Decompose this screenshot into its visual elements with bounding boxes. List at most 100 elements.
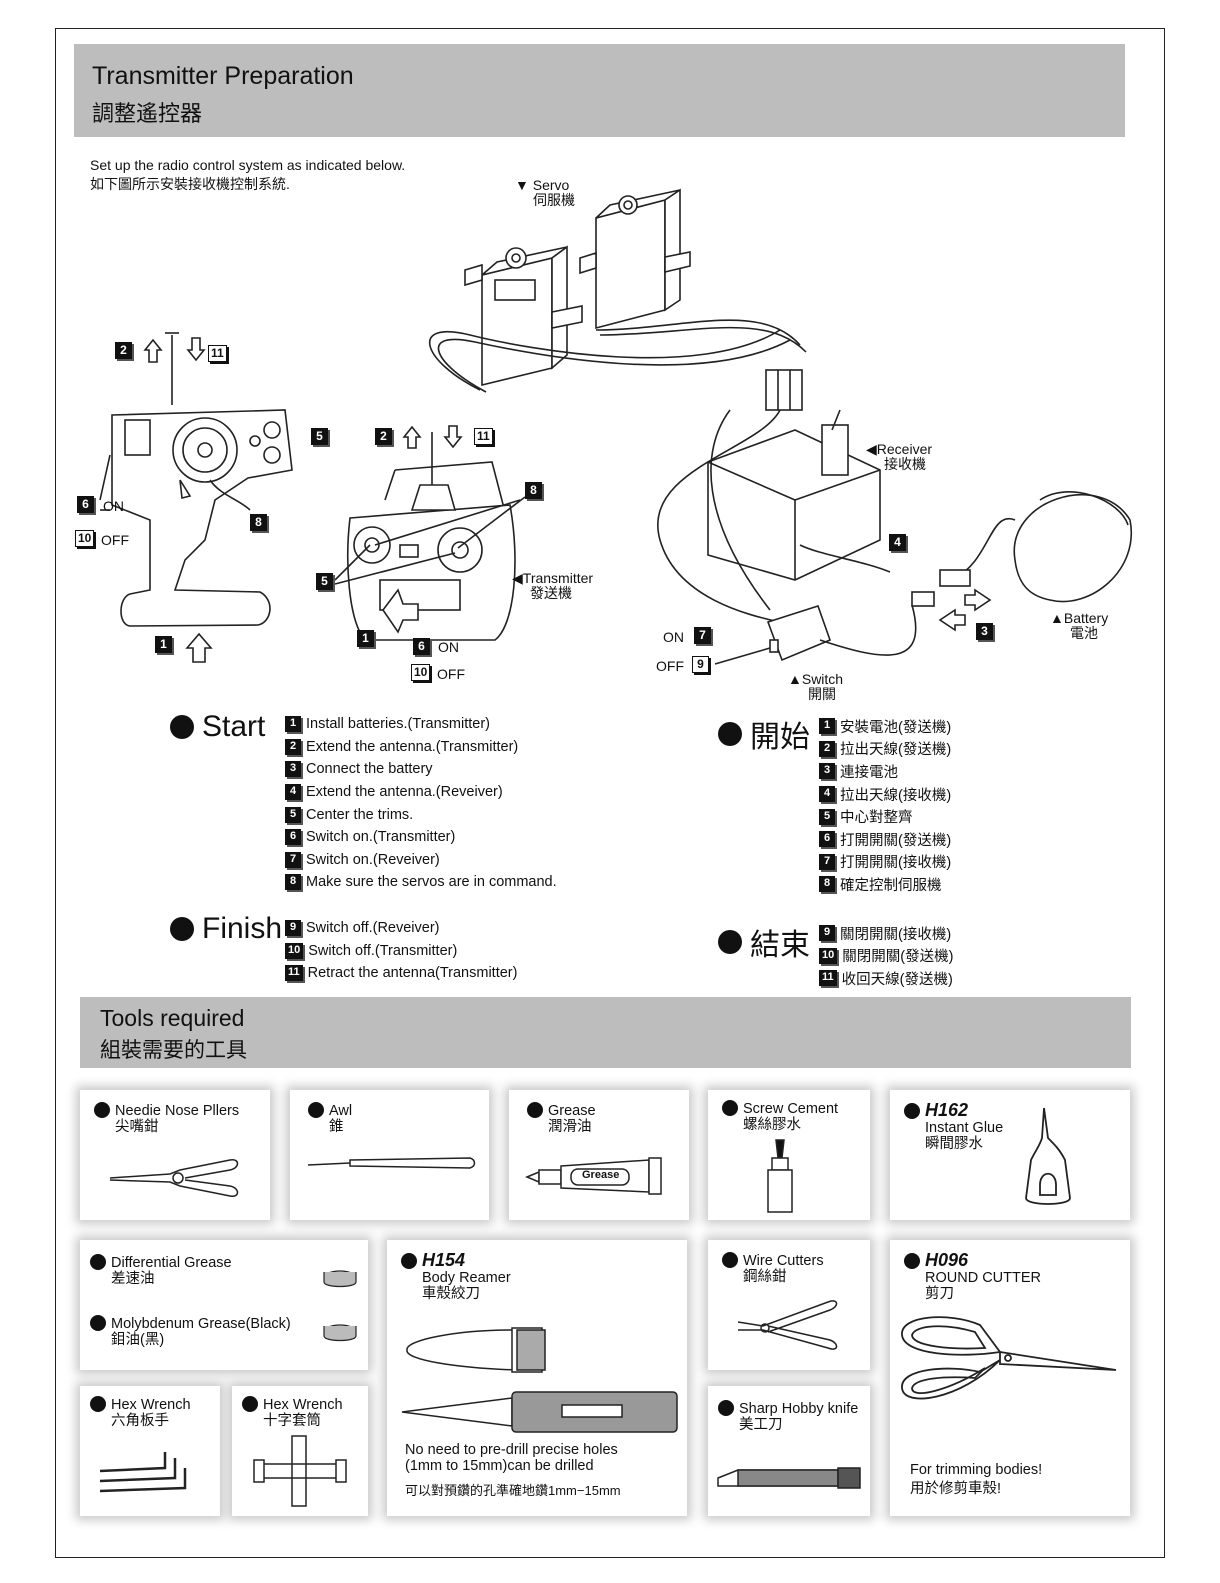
step-number: 4 <box>285 784 301 801</box>
step-text: Install batteries.(Transmitter) <box>306 716 490 733</box>
grease-jar-icons <box>323 1270 357 1342</box>
bullet-icon <box>170 917 194 941</box>
scissors-icon <box>901 1316 1117 1400</box>
step-text: Extend the antenna.(Transmitter) <box>306 738 519 755</box>
finish-title-zh: 結束 <box>750 929 810 962</box>
battery-image <box>1013 491 1133 603</box>
step-number: 7 <box>285 851 301 868</box>
step-row: 5 中心對整齊 <box>819 805 951 828</box>
step-number: 11 <box>819 970 837 987</box>
body-reamer-icon <box>401 1327 678 1433</box>
step-badge-6: 6 <box>413 638 430 655</box>
glue-bottle-icon <box>1025 1107 1071 1205</box>
switch-label: ▲Switch 開關 <box>788 672 843 702</box>
step-row: 8 確定控制伺服機 <box>819 873 951 896</box>
on-label: ON <box>663 629 684 645</box>
receiver-image <box>707 409 891 581</box>
switch-label-zh: 開關 <box>808 686 836 702</box>
bullet-icon <box>308 1102 324 1118</box>
pliers-label-zh: 尖嘴鉗 <box>115 1119 159 1135</box>
step-text: 確定控制伺服機 <box>840 877 942 894</box>
step-badge-9: 9 <box>692 656 709 673</box>
bullet-icon <box>722 1252 738 1268</box>
bullet-icon <box>401 1253 417 1269</box>
step-number: 10 <box>819 947 838 964</box>
bullet-icon <box>90 1254 106 1270</box>
diff-grease-label-zh: 差速油 <box>111 1271 155 1287</box>
transmitter-label-zh: 發送機 <box>530 585 572 601</box>
glue-code: H162 <box>925 1100 969 1120</box>
awl-icon <box>307 1157 476 1169</box>
step-badge-2: 2 <box>115 342 132 359</box>
step-text: 中心對整齊 <box>840 810 913 827</box>
hex-wrench-label-zh: 六角板手 <box>111 1413 169 1429</box>
step-number: 6 <box>285 829 301 846</box>
setup-diagram <box>99 188 1133 665</box>
triangle-left-icon: ◀ <box>512 570 523 586</box>
battery-label: ▲Battery 電池 <box>1050 611 1108 641</box>
grease-label: Grease <box>548 1103 596 1119</box>
pliers-icon <box>109 1159 239 1197</box>
receiver-label: ◀Receiver 接收機 <box>866 442 932 472</box>
step-number: 8 <box>819 876 835 893</box>
stick-transmitter-image <box>347 432 516 641</box>
servo-label-zh: 伺服機 <box>533 192 575 208</box>
bullet-icon <box>90 1396 106 1412</box>
step-text: 打開開關(接收機) <box>840 855 952 872</box>
step-number: 1 <box>819 718 835 735</box>
step-text: Switch on.(Transmitter) <box>306 829 456 846</box>
step-badge-1: 1 <box>155 636 172 653</box>
intro-zh: 如下圖所示安裝接收機控制系統. <box>90 176 290 192</box>
bullet-icon <box>904 1103 920 1119</box>
step-text: Connect the battery <box>306 761 433 778</box>
hobby-knife-icon <box>717 1467 861 1489</box>
step-number: 6 <box>819 831 835 848</box>
step-badge-11: 11 <box>474 428 493 445</box>
reamer-label: Body Reamer <box>422 1270 511 1286</box>
grease-tube-label: Grease <box>582 1169 620 1181</box>
step-number: 8 <box>285 874 301 891</box>
triangle-left-icon: ◀ <box>866 441 877 457</box>
hobby-knife-label: Sharp Hobby knife <box>739 1401 859 1417</box>
cross-wrench-label: Hex Wrench <box>263 1397 343 1413</box>
hobby-knife-label-zh: 美工刀 <box>739 1417 783 1433</box>
servo-label-en: Servo <box>532 177 570 193</box>
step-number: 5 <box>819 808 835 825</box>
moly-grease-label-zh: 鉬油(黑) <box>111 1332 165 1348</box>
glue-label-zh: 瞬間膠水 <box>925 1136 983 1152</box>
hex-wrench-label: Hex Wrench <box>111 1397 191 1413</box>
battery-label-en: Battery <box>1063 610 1109 626</box>
bullet-icon <box>718 930 742 954</box>
step-text: Center the trims. <box>306 806 414 823</box>
start-heading-zh: 開始 <box>718 712 810 756</box>
reamer-label-zh: 車殼絞刀 <box>422 1286 480 1302</box>
servo-front-image <box>464 245 583 387</box>
awl-label-zh: 錐 <box>329 1119 344 1135</box>
transmitter-label-en: Transmitter <box>522 570 594 586</box>
step-text: 關閉開關(發送機) <box>842 949 954 966</box>
step-text: Extend the antenna.(Reveiver) <box>306 784 503 801</box>
receiver-label-zh: 接收機 <box>884 456 926 472</box>
start-title: Start <box>202 710 266 743</box>
step-number: 7 <box>819 853 835 870</box>
step-text: 打開開關(發送機) <box>840 832 952 849</box>
step-number: 3 <box>819 763 835 780</box>
on-label: ON <box>438 639 459 655</box>
bullet-icon <box>94 1102 110 1118</box>
grease-tube-icon <box>525 1157 662 1195</box>
diff-grease-label: Differential Grease <box>111 1255 232 1271</box>
switch-label-en: Switch <box>801 671 844 687</box>
hex-wrench-icon <box>99 1452 187 1493</box>
step-text: Switch off.(Reveiver) <box>306 920 440 937</box>
install-arrow-icon <box>185 632 213 663</box>
